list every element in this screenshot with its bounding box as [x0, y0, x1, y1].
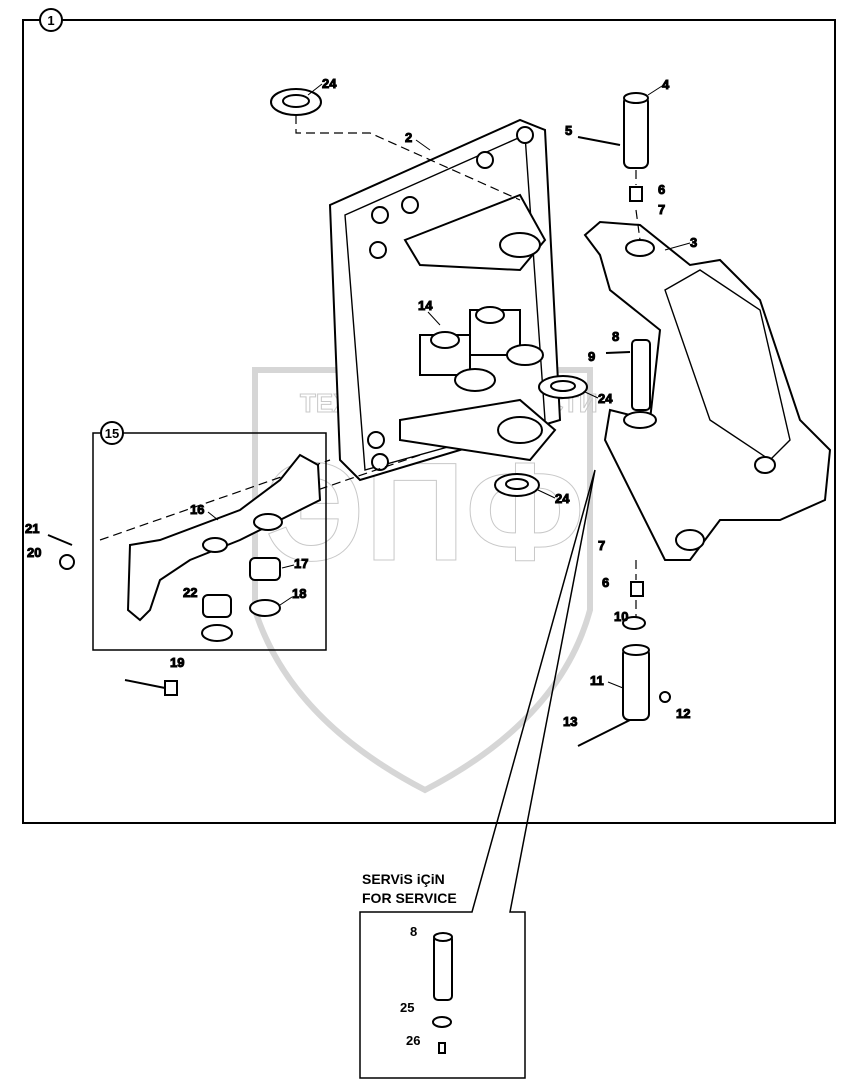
svg-text:FOR SERVICE: FOR SERVICE: [362, 890, 457, 906]
callout-labels: 24 2 4 5 6 7 3 14 8 9 24 24 16 21 20 17 …: [25, 76, 698, 730]
svg-text:10: 10: [614, 609, 628, 624]
svg-text:3: 3: [690, 235, 697, 250]
group-1-marker: 1: [39, 8, 63, 32]
svg-text:24: 24: [322, 76, 337, 91]
svg-text:15: 15: [105, 426, 119, 441]
service-callout-pointer: [359, 469, 596, 1079]
svg-text:8: 8: [410, 924, 417, 939]
bracket-part-16: [47, 453, 322, 696]
svg-text:20: 20: [27, 545, 41, 560]
svg-text:21: 21: [25, 521, 39, 536]
swing-arm-part-3: [583, 220, 832, 561]
svg-text:17: 17: [294, 556, 308, 571]
svg-text:6: 6: [602, 575, 609, 590]
svg-text:4: 4: [662, 77, 670, 92]
svg-text:2: 2: [405, 130, 412, 145]
svg-text:12: 12: [676, 706, 690, 721]
svg-text:5: 5: [565, 123, 572, 138]
service-parts-box: SERViS iÇiN FOR SERVICE 8 25 26: [362, 871, 457, 1054]
svg-text:26: 26: [406, 1033, 420, 1048]
small-parts: [270, 88, 671, 747]
svg-text:7: 7: [658, 202, 665, 217]
svg-text:22: 22: [183, 585, 197, 600]
svg-text:1: 1: [47, 13, 54, 28]
mounting-plate-part-2: [328, 118, 562, 482]
svg-text:11: 11: [590, 673, 604, 688]
svg-text:19: 19: [170, 655, 184, 670]
group-15-marker: 15: [100, 421, 124, 445]
svg-text:SERViS iÇiN: SERViS iÇiN: [362, 871, 445, 887]
svg-text:25: 25: [400, 1000, 414, 1015]
subassembly-15-frame: [92, 432, 327, 651]
svg-text:8: 8: [612, 329, 619, 344]
svg-text:24: 24: [555, 491, 570, 506]
svg-text:18: 18: [292, 586, 306, 601]
svg-text:9: 9: [588, 349, 595, 364]
svg-text:24: 24: [598, 391, 613, 406]
svg-text:7: 7: [598, 538, 605, 553]
svg-text:16: 16: [190, 502, 204, 517]
svg-text:13: 13: [563, 714, 577, 729]
assembly-frame: [22, 19, 836, 824]
svg-text:6: 6: [658, 182, 665, 197]
svg-text:14: 14: [418, 298, 433, 313]
